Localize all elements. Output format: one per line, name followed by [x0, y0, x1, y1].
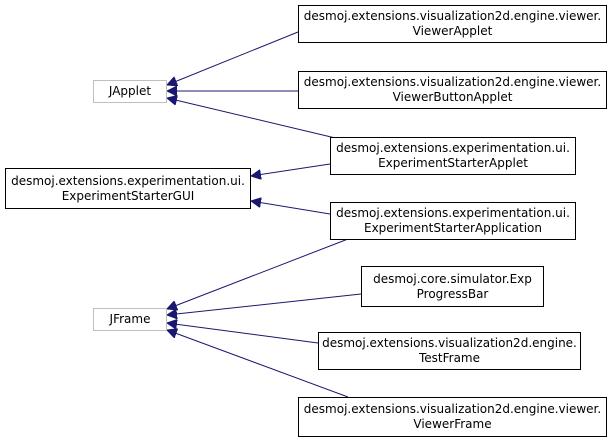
node-viewer-applet[interactable]: desmoj.extensions.visualization2d.engine…: [298, 5, 607, 43]
node-test-frame[interactable]: desmoj.extensions.visualization2d.engine…: [318, 332, 581, 370]
node-label: ExperimentStarterApplication: [363, 221, 542, 235]
edge-starter-applet-to-japplet: [167, 98, 349, 142]
node-jframe: JFrame: [93, 308, 167, 331]
node-experiment-starter-gui[interactable]: desmoj.extensions.experimentation.ui. Ex…: [5, 168, 251, 209]
edge-test-frame-to-jframe: [167, 323, 319, 344]
node-label: desmoj.extensions.visualization2d.engine…: [322, 336, 577, 350]
node-label: JApplet: [108, 84, 152, 98]
edge-starter-applet-to-gui: [251, 163, 331, 176]
node-label: ViewerApplet: [412, 24, 493, 38]
node-label: desmoj.extensions.experimentation.ui.: [11, 173, 245, 188]
node-label: desmoj.extensions.visualization2d.engine…: [303, 9, 602, 23]
node-label: ViewerFrame: [413, 417, 492, 431]
edge-viewer-frame-to-jframe: [167, 330, 349, 398]
node-label: ExperimentStarterGUI: [61, 188, 195, 203]
node-label: desmoj.extensions.visualization2d.engine…: [303, 402, 602, 416]
edge-starter-application-to-gui: [251, 201, 331, 215]
edge-starter-application-to-jframe: [167, 238, 349, 309]
node-label: ExperimentStarterApplet: [378, 156, 528, 170]
node-label: desmoj.extensions.experimentation.ui.: [336, 141, 570, 155]
node-viewer-button-applet[interactable]: desmoj.extensions.visualization2d.engine…: [298, 71, 607, 109]
node-viewer-frame[interactable]: desmoj.extensions.visualization2d.engine…: [298, 397, 607, 437]
node-label: TestFrame: [418, 351, 481, 365]
node-experiment-starter-applet[interactable]: desmoj.extensions.experimentation.ui. Ex…: [330, 137, 576, 175]
node-label: desmoj.extensions.experimentation.ui.: [336, 206, 570, 220]
edge-viewer-applet-to-japplet: [167, 31, 299, 85]
node-exp-progress-bar[interactable]: desmoj.core.simulator.Exp ProgressBar: [361, 266, 544, 307]
node-label: JFrame: [109, 312, 151, 326]
node-label: ViewerButtonApplet: [392, 90, 513, 104]
node-label: ProgressBar: [416, 286, 489, 301]
node-experiment-starter-application[interactable]: desmoj.extensions.experimentation.ui. Ex…: [330, 202, 576, 240]
node-japplet: JApplet: [93, 80, 167, 103]
edge-exp-progress-bar-to-jframe: [167, 293, 362, 315]
node-label: desmoj.core.simulator.Exp: [373, 271, 532, 286]
node-label: desmoj.extensions.visualization2d.engine…: [303, 75, 602, 89]
